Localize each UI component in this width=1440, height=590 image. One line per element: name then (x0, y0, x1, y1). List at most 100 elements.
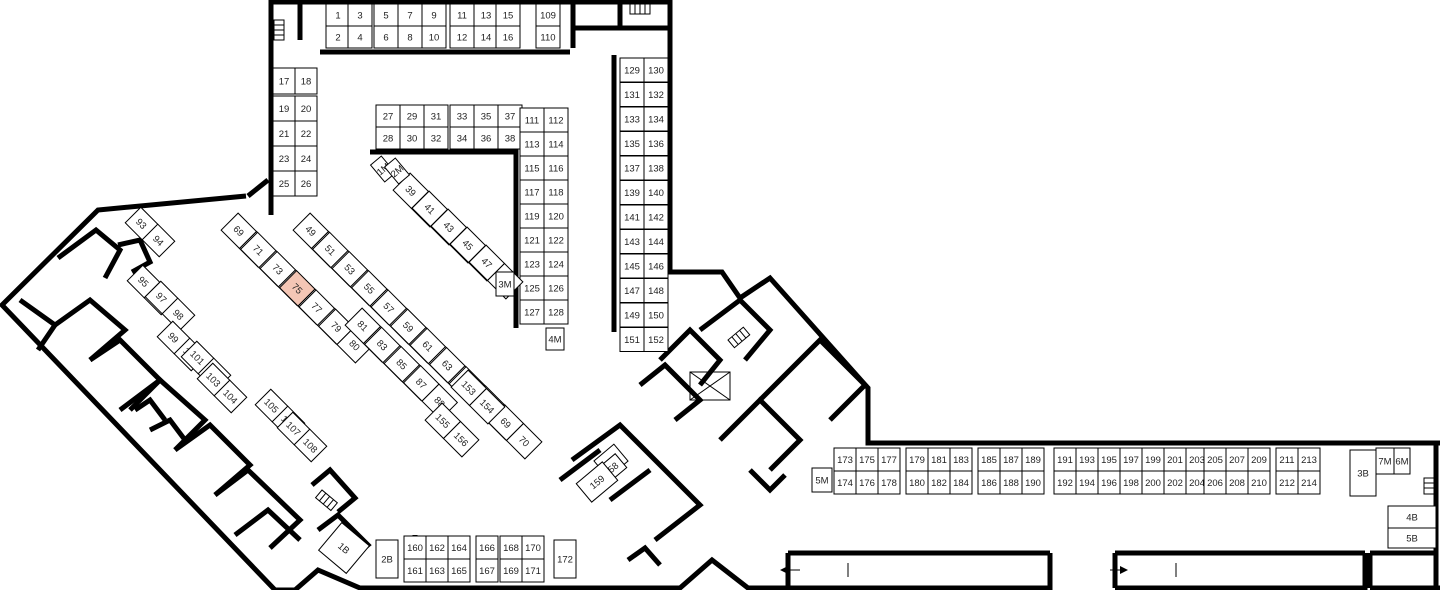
parking-stall[interactable]: 9 (421, 3, 447, 27)
parking-stall[interactable]: 173 (833, 447, 857, 472)
parking-stall[interactable]: 163 (425, 558, 449, 583)
parking-stall[interactable]: 123 (519, 251, 545, 277)
parking-stall[interactable]: 35 (473, 104, 499, 128)
parking-stall[interactable]: 136 (643, 131, 669, 156)
parking-stall[interactable]: 208 (1225, 470, 1249, 495)
parking-stall[interactable]: 143 (619, 229, 645, 254)
parking-stall[interactable]: 1B (317, 521, 371, 575)
parking-stall[interactable]: 11 (449, 3, 475, 27)
parking-stall[interactable]: 7 (397, 3, 423, 27)
parking-stall[interactable]: 147 (619, 278, 645, 303)
parking-stall[interactable]: 15 (495, 3, 521, 27)
parking-stall[interactable]: 191 (1053, 447, 1077, 472)
parking-stall[interactable]: 120 (543, 203, 569, 229)
parking-stall[interactable]: 204 (1185, 470, 1209, 495)
parking-stall[interactable]: 166 (475, 535, 499, 560)
parking-stall[interactable]: 148 (643, 278, 669, 303)
parking-stall[interactable]: 115 (519, 155, 545, 181)
parking-stall[interactable]: 129 (619, 57, 645, 83)
parking-stall[interactable]: 122 (543, 227, 569, 253)
parking-stall[interactable]: 199 (1141, 447, 1165, 472)
parking-stall[interactable]: 137 (619, 155, 645, 181)
parking-stall[interactable]: 112 (543, 107, 569, 133)
parking-stall[interactable]: 26 (294, 170, 318, 197)
parking-stall[interactable]: 209 (1247, 447, 1271, 472)
parking-stall[interactable]: 150 (643, 302, 669, 328)
parking-stall[interactable]: 201 (1163, 447, 1187, 472)
parking-stall[interactable]: 196 (1097, 470, 1121, 495)
parking-stall[interactable]: 6 (373, 25, 399, 49)
parking-stall[interactable]: 30 (399, 126, 425, 150)
parking-stall[interactable]: 94 (141, 223, 176, 258)
parking-stall[interactable]: 38 (497, 126, 523, 150)
parking-stall[interactable]: 180 (905, 470, 929, 495)
parking-stall[interactable]: 159 (575, 461, 619, 503)
parking-stall[interactable]: 23 (272, 145, 296, 172)
parking-stall[interactable]: 70 (505, 422, 543, 460)
parking-stall[interactable]: 29 (399, 104, 425, 128)
parking-stall[interactable]: 154 (468, 387, 506, 425)
parking-stall[interactable]: 161 (403, 558, 427, 583)
parking-stall[interactable]: 202 (1163, 470, 1187, 495)
parking-stall[interactable]: 14 (473, 25, 499, 49)
parking-stall[interactable]: 152 (643, 327, 669, 352)
parking-stall[interactable]: 141 (619, 204, 645, 230)
parking-stall[interactable]: 213 (1297, 447, 1321, 472)
parking-stall[interactable]: 116 (543, 155, 569, 181)
parking-stall[interactable]: 198 (1119, 470, 1143, 495)
parking-stall[interactable]: 127 (519, 299, 545, 325)
parking-stall[interactable]: 140 (643, 180, 669, 205)
parking-stall[interactable]: 7M (1375, 447, 1395, 475)
parking-stall[interactable]: 200 (1141, 470, 1165, 495)
parking-stall[interactable]: 211 (1275, 447, 1299, 472)
parking-stall[interactable]: 185 (977, 447, 1001, 472)
parking-stall[interactable]: 130 (643, 57, 669, 83)
parking-stall[interactable]: 181 (927, 447, 951, 472)
parking-stall[interactable]: 98 (161, 297, 196, 332)
parking-stall[interactable]: 121 (519, 227, 545, 253)
parking-stall[interactable]: 193 (1075, 447, 1099, 472)
parking-stall[interactable]: 189 (1021, 447, 1045, 472)
parking-stall[interactable]: 2M (383, 157, 411, 185)
parking-stall[interactable]: 12 (449, 25, 475, 49)
parking-stall[interactable]: 146 (643, 253, 669, 279)
parking-stall[interactable]: 214 (1297, 470, 1321, 495)
parking-stall[interactable]: 2B (375, 539, 399, 579)
parking-stall[interactable]: 124 (543, 251, 569, 277)
parking-stall[interactable]: 114 (543, 131, 569, 157)
parking-stall[interactable]: 17 (272, 67, 296, 95)
parking-stall[interactable]: 174 (833, 470, 857, 495)
parking-stall[interactable]: 20 (294, 95, 318, 122)
parking-stall[interactable]: 149 (619, 302, 645, 328)
parking-stall[interactable]: 5 (373, 3, 399, 27)
parking-stall[interactable]: 190 (1021, 470, 1045, 495)
parking-stall[interactable]: 168 (499, 535, 523, 560)
parking-stall[interactable]: 206 (1203, 470, 1227, 495)
parking-stall[interactable]: 3M (495, 271, 515, 297)
parking-stall[interactable]: 135 (619, 131, 645, 156)
parking-stall[interactable]: 19 (272, 95, 296, 122)
parking-stall[interactable]: 125 (519, 275, 545, 301)
parking-stall[interactable]: 27 (375, 104, 401, 128)
parking-stall[interactable]: 197 (1119, 447, 1143, 472)
parking-stall[interactable]: 131 (619, 82, 645, 107)
parking-stall[interactable]: 169 (499, 558, 523, 583)
parking-stall[interactable]: 5M (811, 467, 833, 493)
parking-stall[interactable]: 13 (473, 3, 499, 27)
parking-stall[interactable]: 156 (442, 420, 480, 458)
parking-stall[interactable]: 142 (643, 204, 669, 230)
parking-stall[interactable]: 80 (336, 326, 374, 364)
parking-stall[interactable]: 138 (643, 155, 669, 181)
parking-stall[interactable]: 207 (1225, 447, 1249, 472)
parking-stall[interactable]: 212 (1275, 470, 1299, 495)
parking-stall[interactable]: 186 (977, 470, 1001, 495)
parking-stall[interactable]: 34 (449, 126, 475, 150)
parking-stall[interactable]: 144 (643, 229, 669, 254)
parking-stall[interactable]: 160 (403, 535, 427, 560)
parking-stall[interactable]: 162 (425, 535, 449, 560)
parking-stall[interactable]: 117 (519, 179, 545, 205)
parking-stall[interactable]: 179 (905, 447, 929, 472)
parking-stall[interactable]: 109 (535, 3, 561, 27)
parking-stall[interactable]: 37 (497, 104, 523, 128)
parking-stall[interactable]: 126 (543, 275, 569, 301)
